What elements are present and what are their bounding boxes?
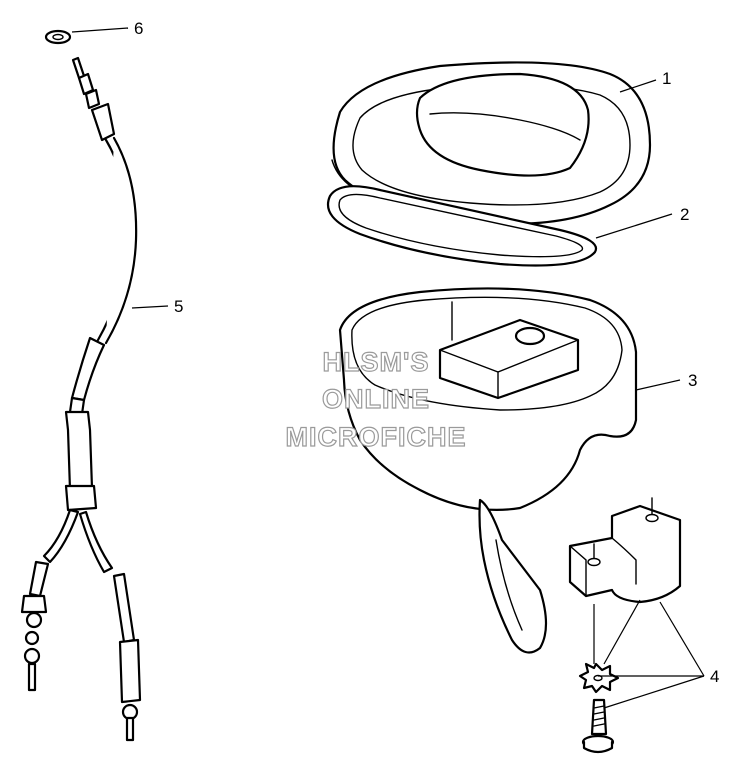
callout-3: 3 [688,371,697,390]
callout-1: 1 [662,69,671,88]
leader-4e [603,599,641,665]
part-4-screw [581,698,615,754]
part-4-clamp-bracket [568,497,682,604]
part-6-washer [44,29,72,45]
callout-4: 4 [710,667,719,686]
part-3-housing [338,287,638,654]
watermark-line-1: HLSM'S [323,347,430,377]
leader-lines [71,27,705,709]
leader-5 [131,305,169,309]
callout-2: 2 [680,205,689,224]
leader-4b [659,601,705,677]
leader-1 [619,79,657,93]
leader-2 [595,213,673,239]
part-4-star-washer [578,662,620,694]
part-2-gasket [327,185,598,267]
leader-6 [71,27,129,33]
watermark-line-3: MICROFICHE [286,422,467,452]
callout-5: 5 [174,297,183,316]
watermark-line-2: ONLINE [322,384,430,414]
watermark: HLSM'S ONLINE MICROFICHE [285,346,467,452]
part-5-throttle-cable [20,56,142,742]
leader-4c [603,675,705,709]
callout-6: 6 [134,19,143,38]
leader-3 [635,379,681,391]
